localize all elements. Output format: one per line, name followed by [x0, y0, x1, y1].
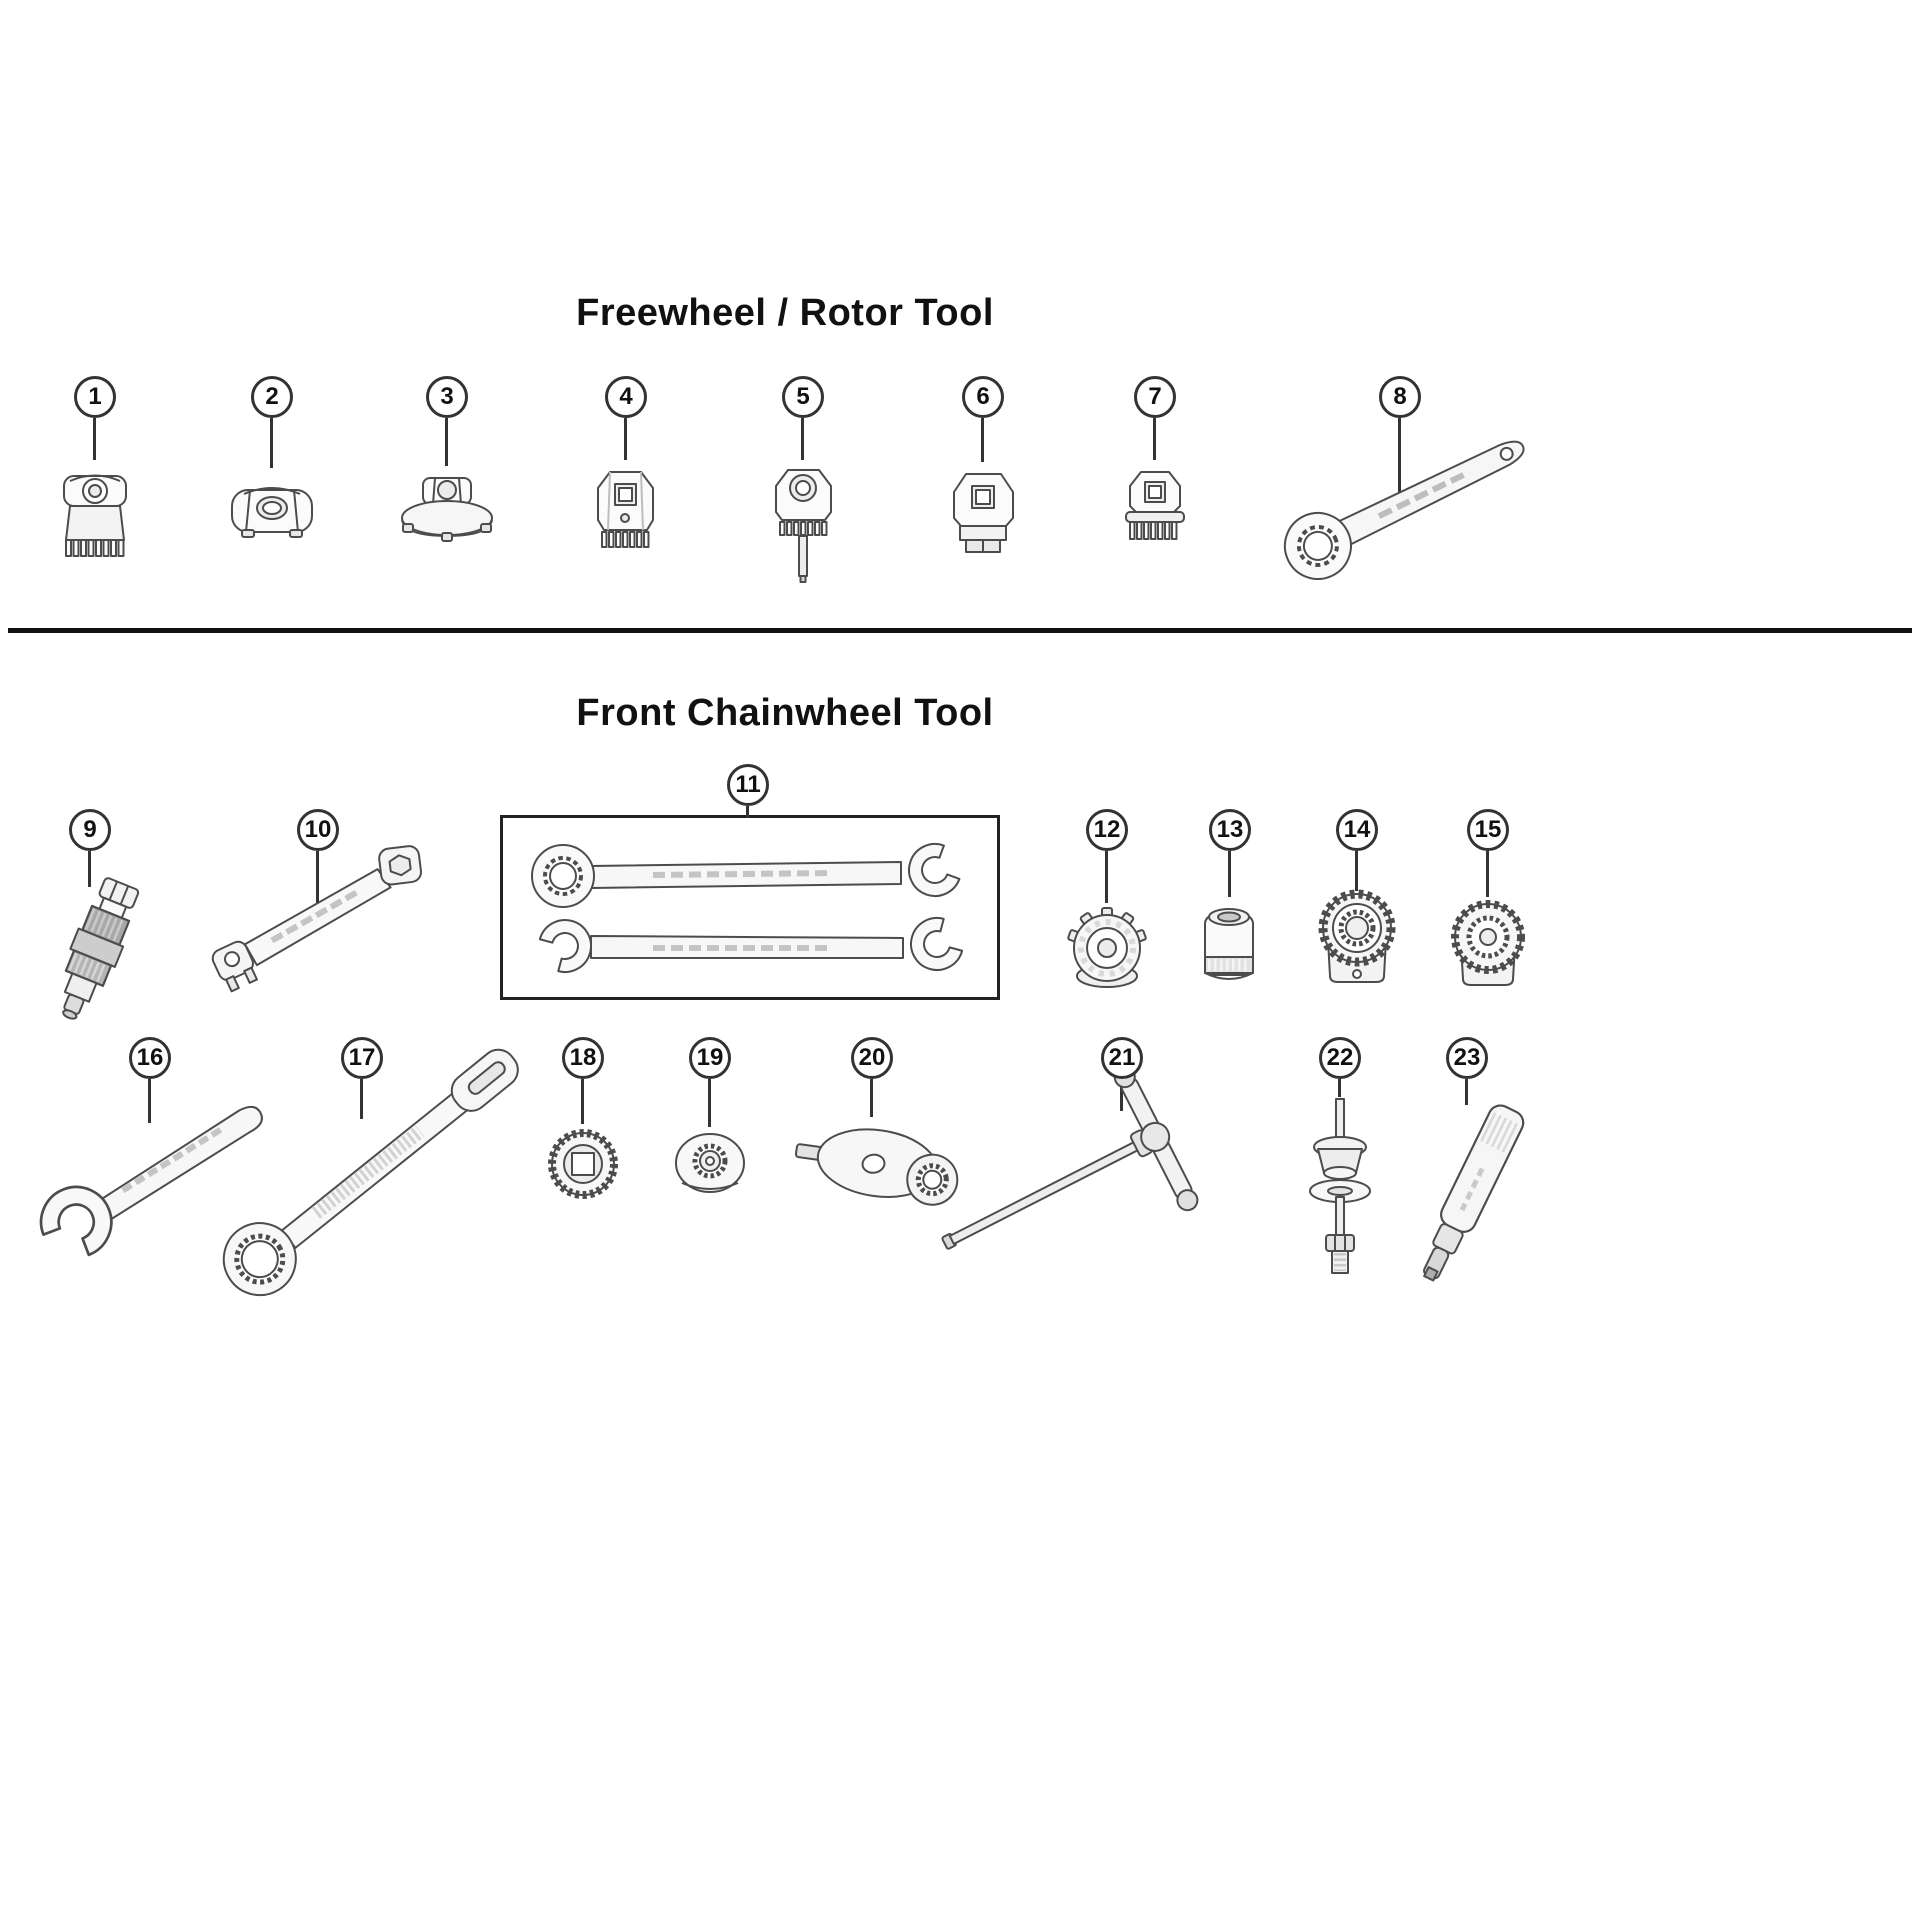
leader-line-8: [1398, 418, 1401, 503]
lockring-nut-icon: [222, 468, 322, 548]
callout-item-9: 9: [69, 809, 111, 851]
callout-item-22: 22: [1319, 1037, 1361, 1079]
item-number: 3: [440, 383, 454, 410]
item-number: 19: [696, 1044, 724, 1071]
lockring-socket-icon: [936, 462, 1031, 562]
callout-item-20: 20: [851, 1037, 893, 1079]
leader-line-2: [270, 418, 273, 468]
item-number: 21: [1108, 1044, 1136, 1071]
callout-item-6: 6: [962, 376, 1004, 418]
item-number: 17: [348, 1044, 376, 1071]
box-end-wrench-icon: [178, 1035, 558, 1297]
section-divider: [8, 628, 1912, 633]
callout-item-2: 2: [251, 376, 293, 418]
leader-line-12: [1105, 851, 1108, 903]
leader-line-22: [1338, 1079, 1341, 1097]
item-number: 22: [1326, 1044, 1354, 1071]
item-number: 8: [1393, 383, 1407, 410]
item-number: 12: [1093, 816, 1121, 843]
callout-item-15: 15: [1467, 809, 1509, 851]
lockring-spanner-wrench-icon: [1256, 418, 1556, 588]
section-title-freewheel-rotor: Freewheel / Rotor Tool: [576, 292, 994, 334]
leader-line-11: [746, 806, 749, 818]
callout-item-18: 18: [562, 1037, 604, 1079]
callout-item-16: 16: [129, 1037, 171, 1079]
leader-line-5: [801, 418, 804, 460]
cassette-lockring-tool-icon: [578, 460, 673, 565]
callout-item-3: 3: [426, 376, 468, 418]
callout-item-12: 12: [1086, 809, 1128, 851]
dust-cap-tool-icon: [666, 1125, 754, 1203]
cone-wrench-set-box: [500, 815, 1000, 1000]
adapter-remover-icon: [538, 1122, 628, 1207]
leader-line-23: [1465, 1079, 1468, 1105]
leader-line-9: [88, 851, 91, 887]
double-socket-wrench-icon: [792, 1105, 967, 1230]
callout-item-13: 13: [1209, 809, 1251, 851]
item-number: 20: [858, 1044, 886, 1071]
item-number: 13: [1216, 816, 1244, 843]
callout-item-14: 14: [1336, 809, 1378, 851]
item-number: 5: [796, 383, 810, 410]
callout-item-4: 4: [605, 376, 647, 418]
crank-cap-tool-icon: [1060, 900, 1155, 995]
leader-line-13: [1228, 851, 1231, 897]
leader-line-7: [1153, 418, 1156, 460]
item-number: 2: [265, 383, 279, 410]
item-number: 10: [304, 816, 332, 843]
leader-line-16: [148, 1079, 151, 1123]
bottom-bracket-cup-tool-icon: [1441, 895, 1536, 995]
item-number: 14: [1343, 816, 1371, 843]
item-number: 18: [569, 1044, 597, 1071]
item-number: 1: [88, 383, 102, 410]
item-number: 15: [1474, 816, 1502, 843]
callout-item-1: 1: [74, 376, 116, 418]
callout-item-17: 17: [341, 1037, 383, 1079]
extension-handle-icon: [1372, 1090, 1552, 1330]
leader-line-14: [1355, 851, 1358, 891]
item-number: 4: [619, 383, 633, 410]
callout-item-21: 21: [1101, 1037, 1143, 1079]
leader-line-6: [981, 418, 984, 462]
callout-item-8: 8: [1379, 376, 1421, 418]
leader-line-1: [93, 418, 96, 460]
item-number: 7: [1148, 383, 1162, 410]
leader-line-19: [708, 1079, 711, 1127]
leader-line-15: [1486, 851, 1489, 897]
sprocket-remover-icon: [50, 460, 140, 570]
bottom-bracket-cup-tool-icon: [1310, 888, 1405, 993]
callout-item-10: 10: [297, 809, 339, 851]
open-end-wrench-icon: [5, 1075, 305, 1265]
leader-line-21: [1120, 1079, 1123, 1111]
section-title-front-chainwheel: Front Chainwheel Tool: [576, 692, 994, 734]
socket-adapter-icon: [1192, 895, 1267, 990]
t-handle-hex-wrench-icon: [930, 1066, 1220, 1275]
leader-line-20: [870, 1079, 873, 1117]
crank-axle-tool-icon: [1295, 1095, 1385, 1285]
pin-spanner-wrench-icon: [198, 845, 448, 995]
leader-line-17: [360, 1079, 363, 1119]
callout-item-5: 5: [782, 376, 824, 418]
cone-wrench-set-icon: [503, 818, 999, 999]
callout-item-23: 23: [1446, 1037, 1488, 1079]
leader-line-3: [445, 418, 448, 466]
item-number: 6: [976, 383, 990, 410]
callout-item-19: 19: [689, 1037, 731, 1079]
item-number: 23: [1453, 1044, 1481, 1071]
crank-puller-icon: [28, 872, 158, 1042]
leader-line-18: [581, 1079, 584, 1124]
item-number: 11: [735, 771, 761, 798]
item-number: 9: [83, 816, 97, 843]
leader-line-10: [316, 851, 319, 903]
callout-item-11: 11: [727, 764, 769, 806]
callout-item-7: 7: [1134, 376, 1176, 418]
flanged-lockring-nut-icon: [395, 466, 500, 551]
lockring-tool-guide-pin-icon: [756, 460, 851, 585]
item-number: 16: [136, 1044, 164, 1071]
leader-line-4: [624, 418, 627, 460]
freewheel-remover-icon: [1108, 460, 1203, 565]
